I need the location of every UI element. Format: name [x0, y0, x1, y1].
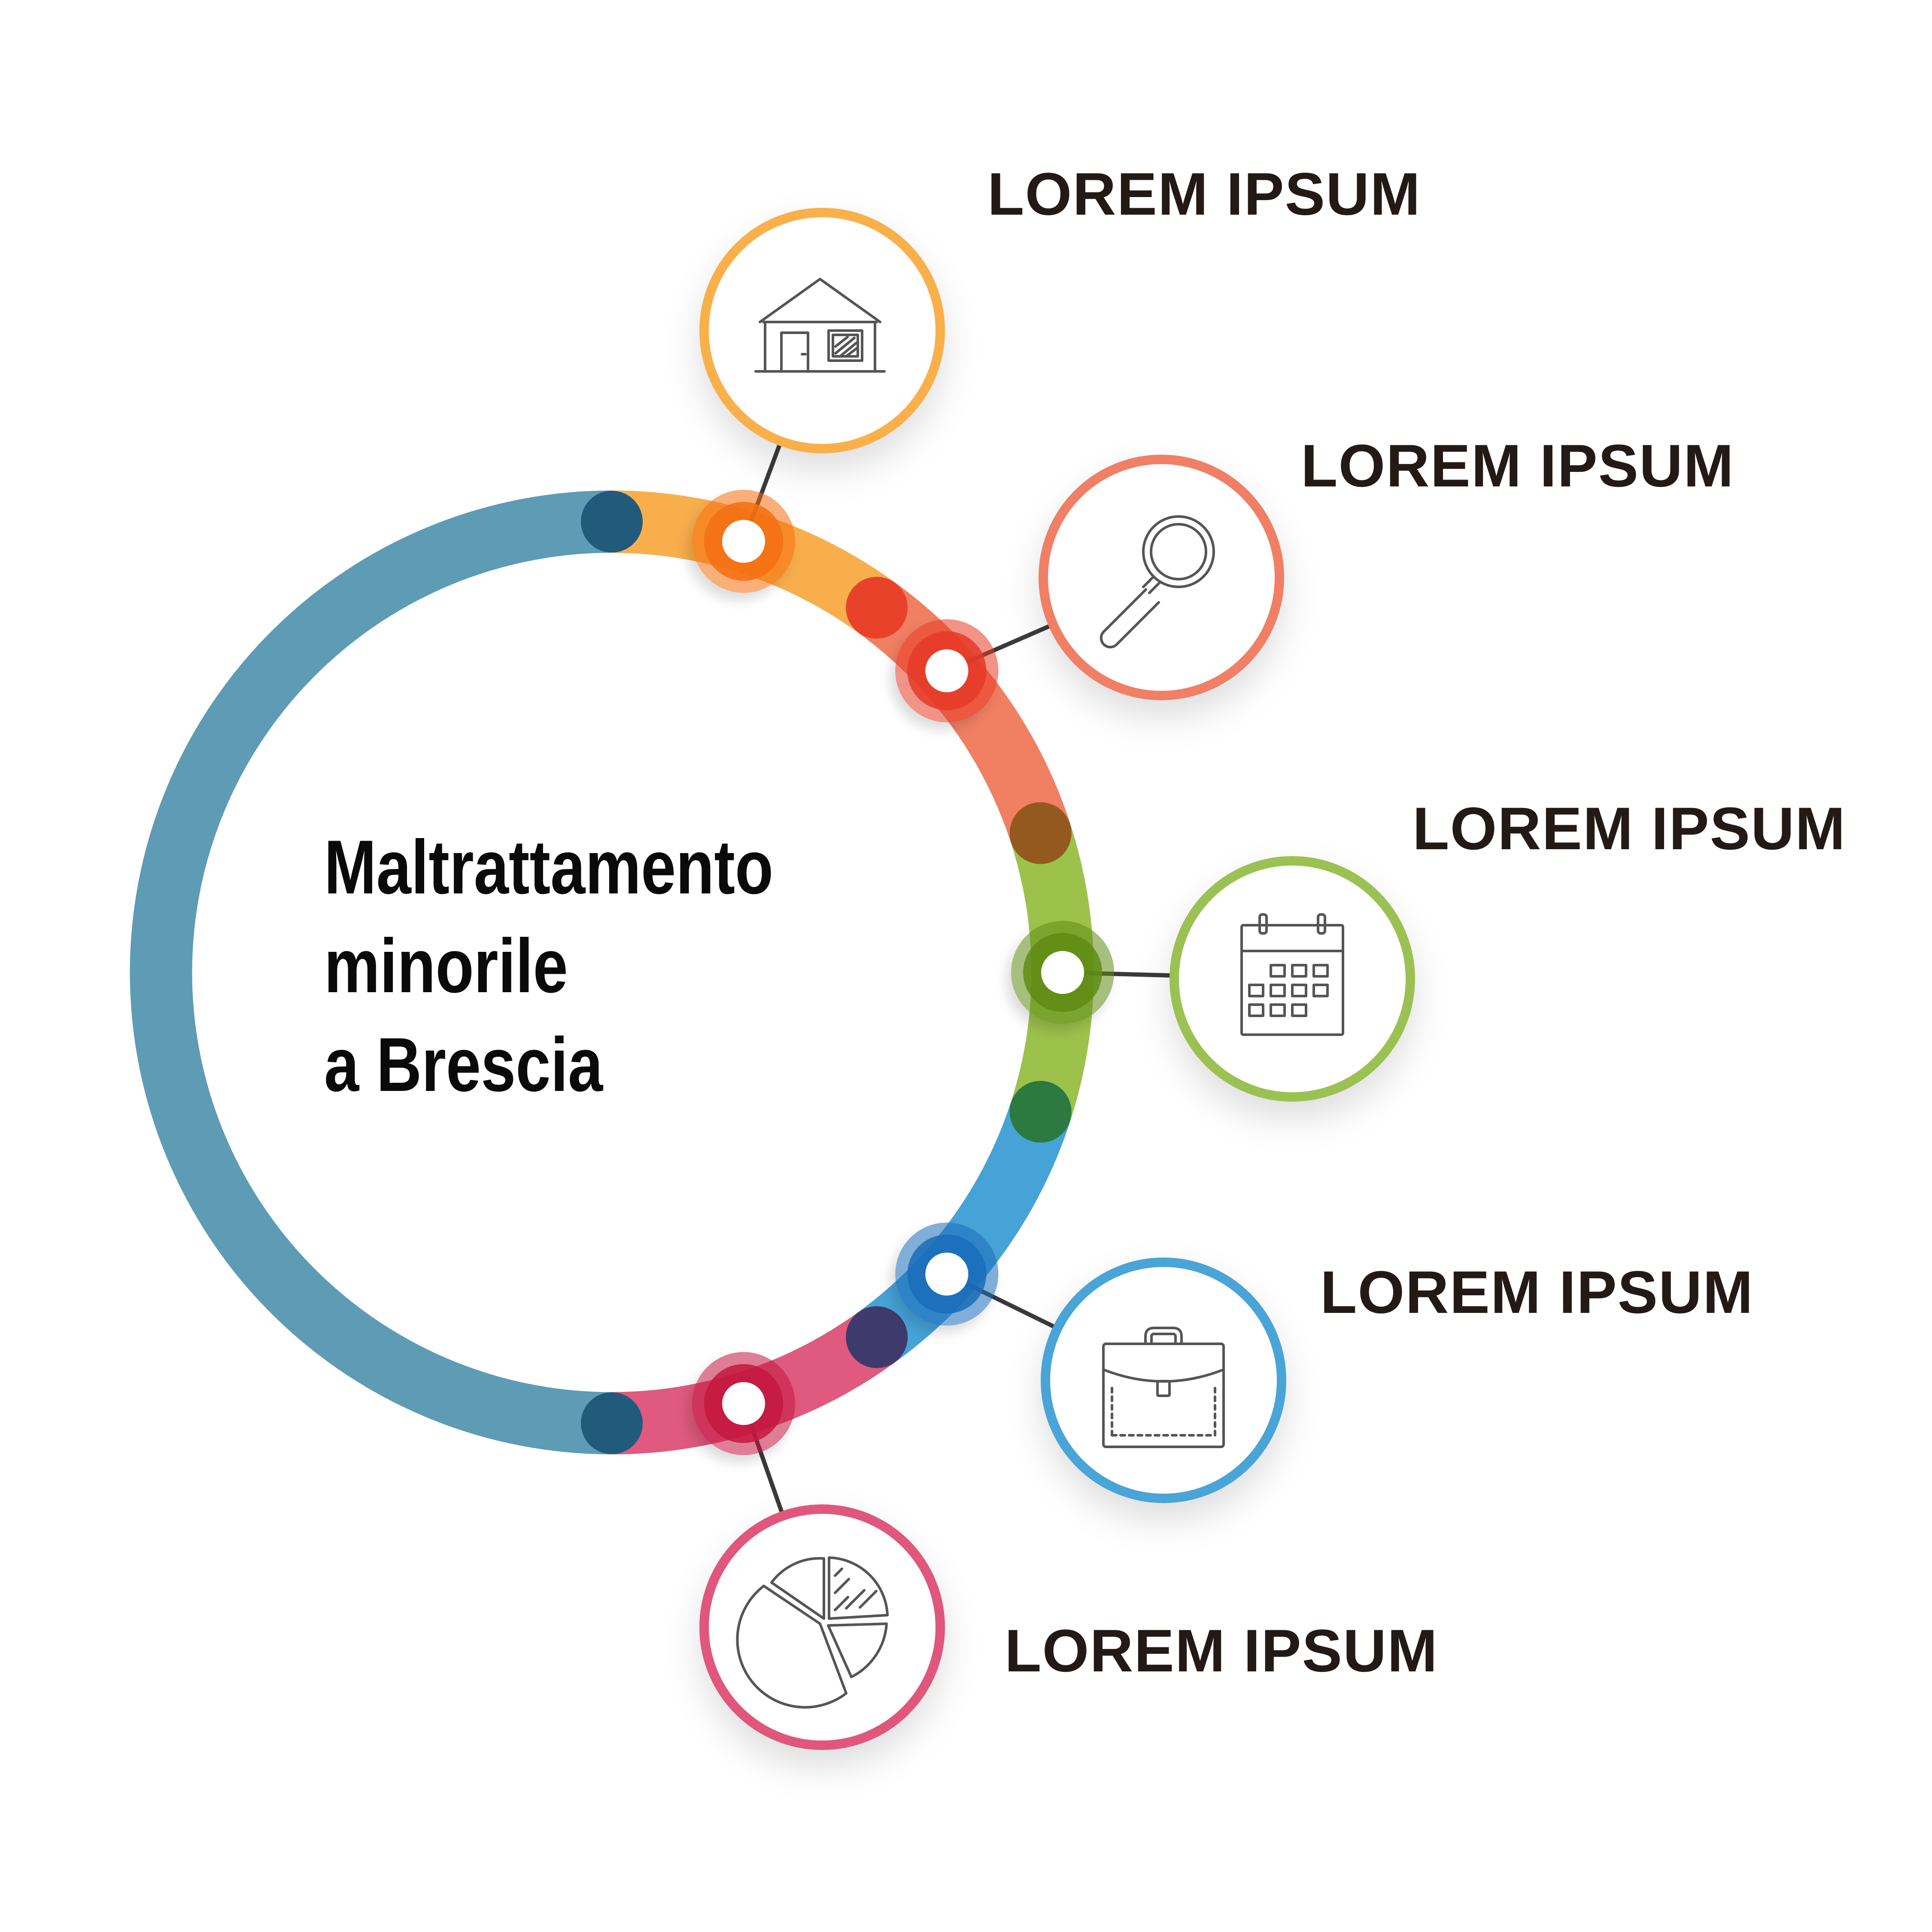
ring-divider-dot-4 [846, 1306, 908, 1368]
magnifier-icon [1100, 515, 1215, 649]
hub-center-5 [722, 1382, 765, 1425]
ring-divider-dot-3 [1009, 1081, 1072, 1143]
node-label-5: LOREM IPSUM [1005, 1617, 1438, 1684]
ring-dividers [581, 491, 1072, 1454]
node-label-4: LOREM IPSUM [1320, 1258, 1754, 1326]
pie-chart-icon [736, 1556, 889, 1709]
node-circle-2 [1039, 455, 1284, 700]
node-circle-1 [699, 208, 945, 453]
calendar-icon [1240, 913, 1344, 1036]
node-label-3: LOREM IPSUM [1413, 795, 1846, 862]
node-label-2: LOREM IPSUM [1301, 432, 1735, 499]
hub-center-1 [722, 519, 765, 563]
ring-end-dot-2 [581, 1392, 643, 1454]
hub-center-4 [925, 1252, 969, 1296]
center-title-line-3: a Brescia [324, 1022, 603, 1107]
center-title-line-2: minorile [324, 923, 568, 1009]
ring-hubs [692, 489, 1114, 1455]
house-icon [754, 278, 886, 373]
ring-divider-dot-2 [1009, 802, 1072, 864]
hub-center-2 [925, 649, 969, 693]
ring-divider-dot-1 [846, 577, 908, 639]
node-label-1: LOREM IPSUM [987, 160, 1421, 228]
hub-center-3 [1041, 951, 1084, 994]
node-circle-3 [1170, 856, 1415, 1102]
ring-end-dot-1 [581, 491, 643, 553]
center-title-line-1: Maltrattamento [324, 824, 774, 910]
center-title: Maltrattamento minorile a Brescia [324, 818, 773, 1114]
briefcase-icon [1102, 1327, 1225, 1448]
